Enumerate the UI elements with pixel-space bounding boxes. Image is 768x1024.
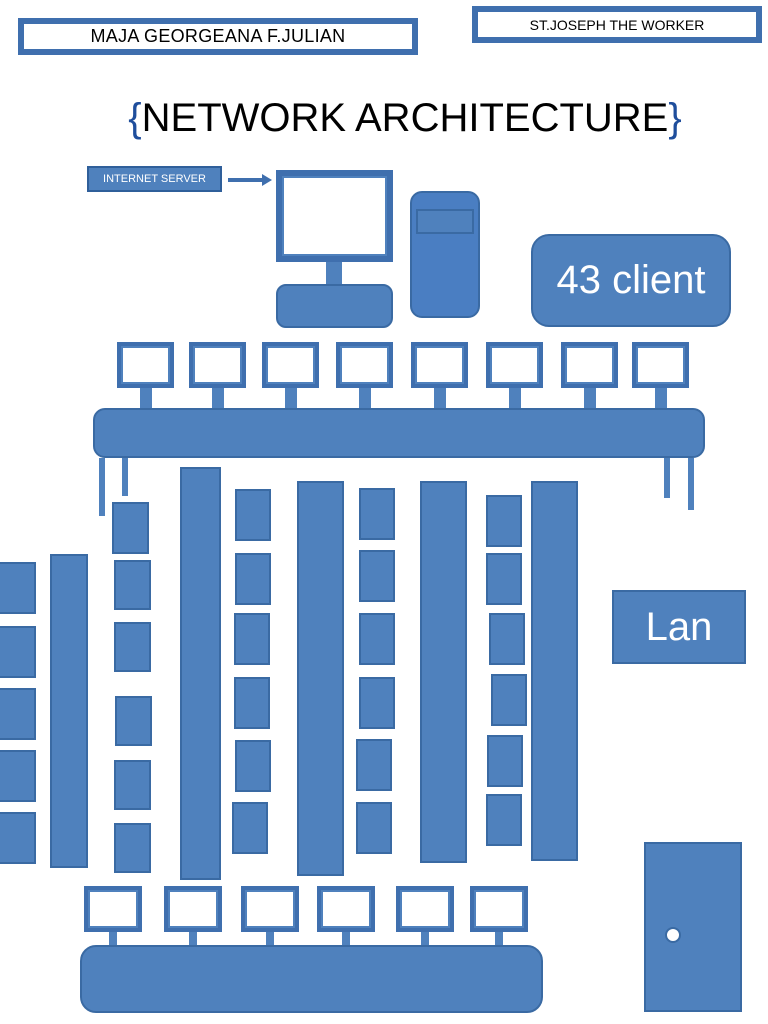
monitor-icon bbox=[561, 342, 618, 388]
title-open-brace: { bbox=[128, 96, 142, 140]
monitor-stem bbox=[495, 932, 503, 947]
monitor-stem bbox=[211, 388, 224, 410]
desk-column bbox=[50, 554, 88, 868]
workstation-box bbox=[235, 489, 271, 541]
cable-line bbox=[664, 458, 670, 498]
workstation-box bbox=[356, 739, 392, 791]
monitor-stem bbox=[284, 388, 297, 410]
workstation-box bbox=[112, 502, 149, 554]
workstation-box bbox=[491, 674, 527, 726]
workstation-box bbox=[234, 613, 270, 665]
monitor-stem bbox=[358, 388, 371, 410]
monitor-stem bbox=[583, 388, 596, 410]
monitor-icon bbox=[411, 342, 468, 388]
workstation-box bbox=[486, 495, 522, 547]
workstation-box bbox=[114, 622, 151, 672]
cable-line bbox=[122, 458, 128, 496]
workstation-box bbox=[486, 794, 522, 846]
door-icon bbox=[644, 842, 742, 1012]
cable-line bbox=[688, 458, 694, 510]
monitor-icon bbox=[470, 886, 528, 932]
workstation-box bbox=[234, 677, 270, 729]
workstation-box bbox=[487, 735, 523, 787]
monitor-stem bbox=[139, 388, 152, 410]
server-monitor-icon bbox=[276, 170, 393, 262]
school-name-box: ST.JOSEPH THE WORKER bbox=[472, 6, 762, 43]
workstation-box bbox=[489, 613, 525, 665]
workstation-box bbox=[356, 802, 392, 854]
server-tower-drive-icon bbox=[416, 209, 474, 234]
workstation-box bbox=[0, 626, 36, 678]
monitor-icon bbox=[486, 342, 543, 388]
desk-column bbox=[531, 481, 578, 861]
lan-badge: Lan bbox=[612, 590, 746, 664]
monitor-icon bbox=[632, 342, 689, 388]
workstation-box bbox=[114, 760, 151, 810]
monitor-icon bbox=[241, 886, 299, 932]
monitor-stem bbox=[421, 932, 429, 947]
monitor-icon bbox=[117, 342, 174, 388]
workstation-box bbox=[0, 562, 36, 614]
client-count-label: 43 client bbox=[556, 258, 706, 302]
workstation-box bbox=[359, 677, 395, 729]
bottom-switch-bar bbox=[80, 945, 543, 1013]
top-switch-bar bbox=[93, 408, 705, 458]
workstation-box bbox=[115, 696, 152, 746]
desk-column bbox=[420, 481, 467, 863]
desk-column bbox=[180, 467, 221, 880]
workstation-box bbox=[486, 553, 522, 605]
monitor-stem bbox=[654, 388, 667, 410]
workstation-box bbox=[359, 550, 395, 602]
monitor-stem bbox=[189, 932, 197, 947]
school-name: ST.JOSEPH THE WORKER bbox=[529, 16, 705, 33]
monitor-icon bbox=[317, 886, 375, 932]
workstation-box bbox=[235, 553, 271, 605]
monitor-stem bbox=[433, 388, 446, 410]
monitor-icon bbox=[262, 342, 319, 388]
workstation-box bbox=[114, 823, 151, 873]
workstation-box bbox=[232, 802, 268, 854]
server-monitor-stand bbox=[326, 262, 342, 284]
monitor-stem bbox=[508, 388, 521, 410]
monitor-stem bbox=[266, 932, 274, 947]
workstation-box bbox=[359, 488, 395, 540]
page-title: {NETWORK ARCHITECTURE} bbox=[0, 96, 768, 141]
desk-column bbox=[297, 481, 344, 876]
workstation-box bbox=[235, 740, 271, 792]
workstation-box bbox=[0, 688, 36, 740]
workstation-box bbox=[0, 750, 36, 802]
author-name-box: MAJA GEORGEANA F.JULIAN bbox=[18, 18, 418, 55]
monitor-icon bbox=[336, 342, 393, 388]
server-keyboard-icon bbox=[276, 284, 393, 328]
internet-server-label: INTERNET SERVER bbox=[103, 173, 206, 185]
monitor-stem bbox=[109, 932, 117, 947]
monitor-icon bbox=[84, 886, 142, 932]
lan-label: Lan bbox=[645, 604, 713, 649]
cable-line bbox=[99, 458, 105, 516]
title-text: NETWORK ARCHITECTURE bbox=[141, 96, 669, 140]
author-name: MAJA GEORGEANA F.JULIAN bbox=[90, 26, 346, 46]
monitor-icon bbox=[396, 886, 454, 932]
door-knob-icon bbox=[665, 927, 681, 943]
monitor-icon bbox=[189, 342, 246, 388]
client-count-badge: 43 client bbox=[531, 234, 731, 327]
internet-server-label-box: INTERNET SERVER bbox=[87, 166, 222, 192]
workstation-box bbox=[0, 812, 36, 864]
monitor-stem bbox=[342, 932, 350, 947]
workstation-box bbox=[114, 560, 151, 610]
workstation-box bbox=[359, 613, 395, 665]
title-close-brace: } bbox=[668, 96, 682, 140]
monitor-icon bbox=[164, 886, 222, 932]
